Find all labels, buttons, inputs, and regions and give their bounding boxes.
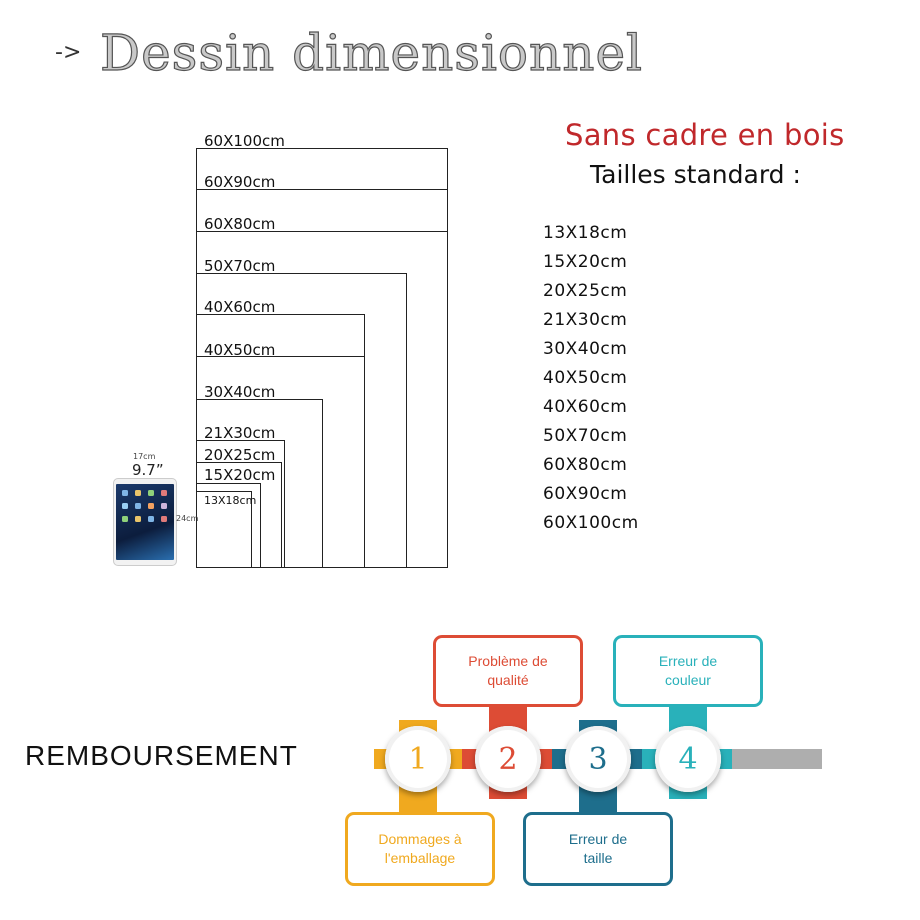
header-arrow: -> <box>55 40 82 65</box>
tablet-width-label: 17cm <box>133 452 156 461</box>
app-icon <box>148 503 154 509</box>
standard-size: 13X18cm <box>543 223 628 243</box>
size-label: 13X18cm <box>204 494 257 507</box>
step-1-circle: 1 <box>385 726 451 792</box>
section-subheading: Tailles standard : <box>590 160 801 189</box>
step-3-circle: 3 <box>565 726 631 792</box>
standard-size: 50X70cm <box>543 426 628 446</box>
size-label: 20X25cm <box>204 446 276 464</box>
step-4-card: Erreur de couleur <box>613 635 763 707</box>
standard-size: 60X100cm <box>543 513 639 533</box>
step-2-circle: 2 <box>475 726 541 792</box>
standard-size: 60X90cm <box>543 484 628 504</box>
app-icon <box>148 490 154 496</box>
frame-13x18 <box>196 491 252 568</box>
standard-size: 40X60cm <box>543 397 628 417</box>
standard-size: 60X80cm <box>543 455 628 475</box>
app-icon <box>135 490 141 496</box>
app-icon <box>122 516 128 522</box>
standard-size: 21X30cm <box>543 310 628 330</box>
step-3-text: Erreur de taille <box>568 831 628 866</box>
refund-title: REMBOURSEMENT <box>25 740 298 771</box>
tablet-screen <box>116 484 174 560</box>
app-icon <box>148 516 154 522</box>
size-label: 50X70cm <box>204 257 276 275</box>
app-icon <box>161 516 167 522</box>
tablet-diagonal-label: 9.7” <box>132 461 164 479</box>
size-label: 21X30cm <box>204 424 276 442</box>
app-icon <box>161 490 167 496</box>
app-icon <box>122 490 128 496</box>
standard-size: 15X20cm <box>543 252 628 272</box>
size-label: 40X50cm <box>204 341 276 359</box>
step-3-card: Erreur de taille <box>523 812 673 886</box>
app-icon <box>122 503 128 509</box>
section-heading: Sans cadre en bois <box>565 118 845 152</box>
size-label: 15X20cm <box>204 466 276 484</box>
app-icon <box>135 503 141 509</box>
step-1-card: Dommages à l'emballage <box>345 812 495 886</box>
step-1-text: Dommages à l'emballage <box>378 831 462 866</box>
page-title: Dessin dimensionnel <box>99 23 644 82</box>
size-label: 60X100cm <box>204 132 285 150</box>
standard-size: 20X25cm <box>543 281 628 301</box>
size-label: 30X40cm <box>204 383 276 401</box>
standard-size: 40X50cm <box>543 368 628 388</box>
step-2-text: Problème de qualité <box>468 653 548 688</box>
step-4-text: Erreur de couleur <box>658 653 718 688</box>
size-label: 60X90cm <box>204 173 276 191</box>
tablet-height-label: 24cm <box>176 514 199 523</box>
app-icon <box>161 503 167 509</box>
step-4-circle: 4 <box>655 726 721 792</box>
size-label: 40X60cm <box>204 298 276 316</box>
standard-size: 30X40cm <box>543 339 628 359</box>
process-bar-end <box>732 749 822 769</box>
app-icon <box>135 516 141 522</box>
size-label: 60X80cm <box>204 215 276 233</box>
step-2-card: Problème de qualité <box>433 635 583 707</box>
